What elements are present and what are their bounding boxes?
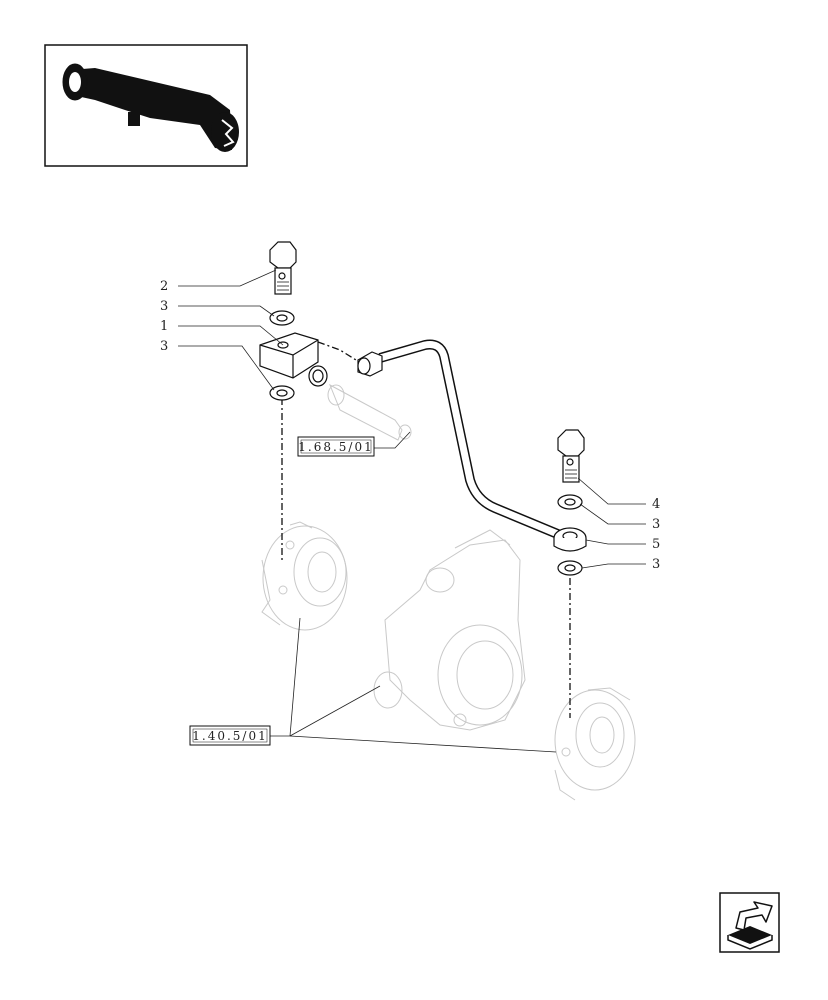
callout-1: 1 — [160, 319, 168, 334]
reference-box-1-40-5-01[interactable]: 1.40.5/01 — [189, 725, 271, 746]
ghost-fitting — [327, 383, 412, 441]
washer-right-lower[interactable] — [557, 560, 583, 576]
washer-right-upper[interactable] — [557, 494, 583, 510]
axle-assembly-icon — [62, 63, 239, 152]
banjo-bolt-right[interactable] — [557, 429, 585, 483]
reference-label: 1.40.5/01 — [192, 729, 267, 743]
callout-3-upper-left: 3 — [160, 299, 168, 314]
reference-box-1-68-5-01[interactable]: 1.68.5/01 — [297, 436, 375, 457]
callout-2: 2 — [160, 279, 168, 294]
banjo-bolt-left[interactable] — [269, 241, 297, 295]
callout-4: 4 — [652, 497, 660, 512]
ghost-hub-left — [261, 521, 348, 631]
ghost-housing-center — [373, 529, 526, 731]
callout-3-upper-right: 3 — [652, 517, 660, 532]
next-page-button[interactable] — [719, 892, 780, 953]
washer-left-upper[interactable] — [269, 310, 295, 326]
callout-5: 5 — [652, 537, 660, 552]
brake-pipe[interactable] — [357, 339, 562, 540]
callout-3-lower-left: 3 — [160, 339, 168, 354]
leader-lines — [178, 269, 646, 753]
callout-3-lower-right: 3 — [652, 557, 660, 572]
next-page-arrow-icon — [727, 901, 773, 950]
assembly-axis-pipe — [317, 341, 357, 361]
reference-label: 1.68.5/01 — [298, 440, 373, 454]
banjo-eye-right[interactable] — [553, 527, 587, 552]
washer-left-lower[interactable] — [269, 385, 295, 401]
axle-thumbnail[interactable] — [44, 44, 248, 167]
ghost-hub-right — [554, 687, 636, 801]
banjo-fitting-block[interactable] — [259, 332, 328, 387]
